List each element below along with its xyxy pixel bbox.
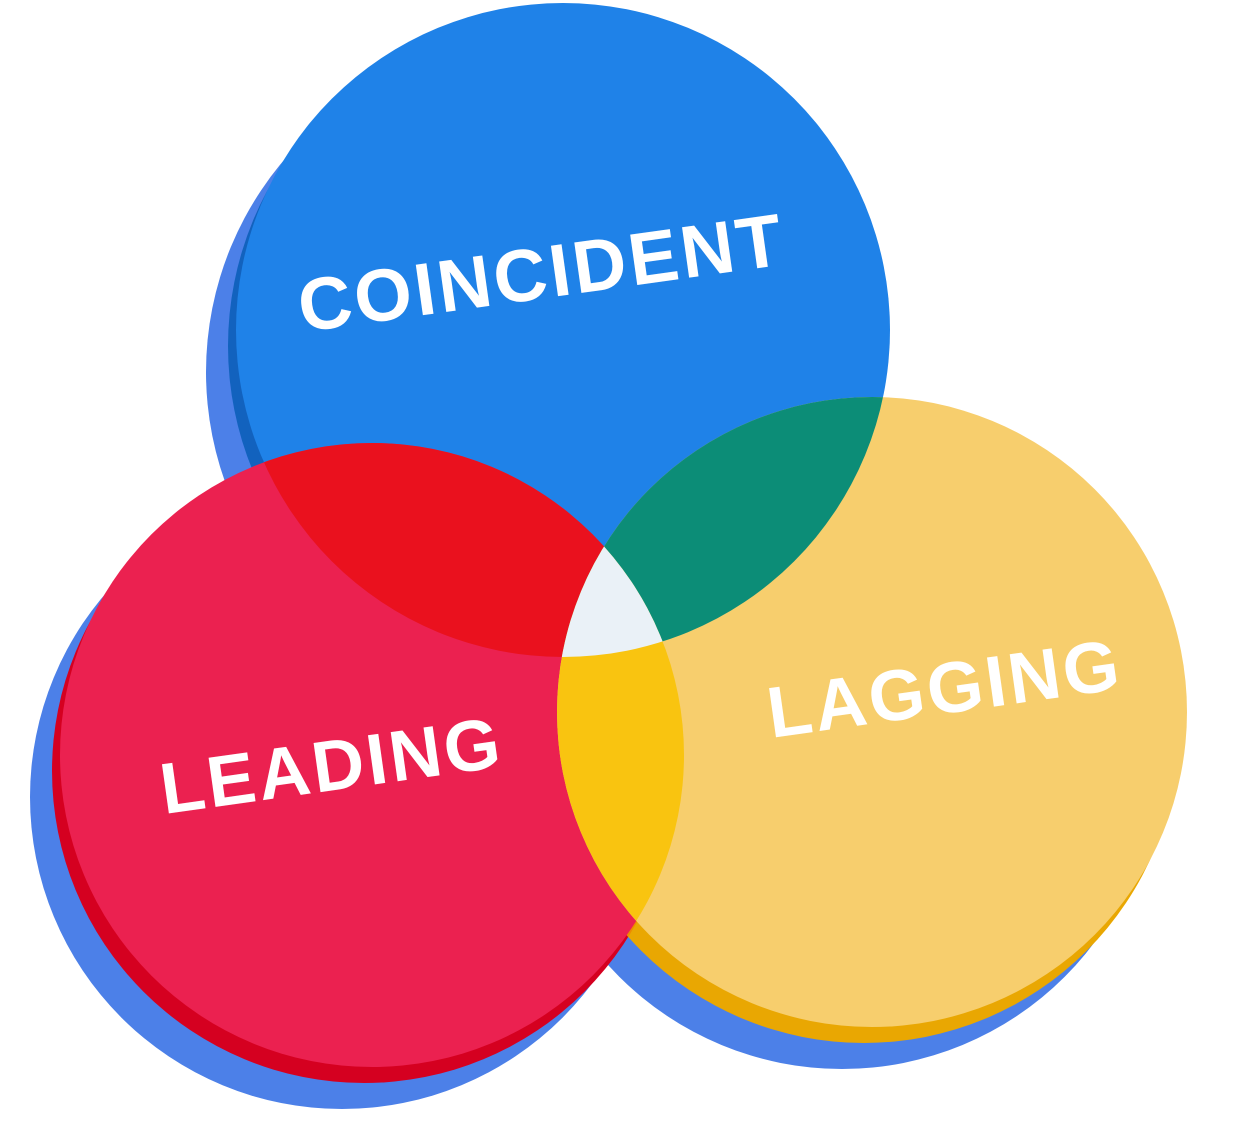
coincident-leading-overlap	[236, 443, 684, 657]
coincident-lagging-overlap	[557, 397, 890, 657]
